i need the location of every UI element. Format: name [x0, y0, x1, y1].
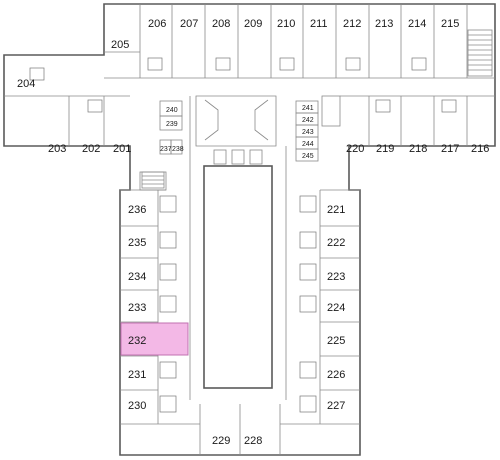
- atrium: [189, 146, 287, 400]
- room-234[interactable]: 234: [128, 271, 146, 283]
- room-208[interactable]: 208: [212, 18, 230, 30]
- room-210[interactable]: 210: [277, 18, 295, 30]
- room-207[interactable]: 207: [180, 18, 198, 30]
- room-231[interactable]: 231: [128, 369, 146, 381]
- room-219[interactable]: 219: [376, 143, 394, 155]
- room-224[interactable]: 224: [327, 302, 345, 314]
- room-223[interactable]: 223: [327, 271, 345, 283]
- room-245[interactable]: 245: [302, 153, 314, 160]
- room-243[interactable]: 243: [302, 129, 314, 136]
- room-232-highlight[interactable]: [120, 322, 189, 356]
- room-204[interactable]: 204: [17, 78, 35, 90]
- room-229[interactable]: 229: [212, 435, 230, 447]
- room-211[interactable]: 211: [310, 18, 328, 30]
- room-213[interactable]: 213: [375, 18, 393, 30]
- room-217[interactable]: 217: [441, 143, 459, 155]
- room-227[interactable]: 227: [327, 400, 345, 412]
- room-222[interactable]: 222: [327, 237, 345, 249]
- room-242[interactable]: 242: [302, 117, 314, 124]
- room-241[interactable]: 241: [302, 105, 314, 112]
- room-232[interactable]: 232: [128, 335, 146, 347]
- room-228[interactable]: 228: [244, 435, 262, 447]
- room-212[interactable]: 212: [343, 18, 361, 30]
- room-240[interactable]: 240: [166, 107, 178, 114]
- bathroom-fixtures: [29, 57, 457, 413]
- room-214[interactable]: 214: [408, 18, 426, 30]
- room-203[interactable]: 203: [48, 143, 66, 155]
- room-244[interactable]: 244: [302, 141, 314, 148]
- room-233[interactable]: 233: [128, 302, 146, 314]
- room-235[interactable]: 235: [128, 237, 146, 249]
- room-239[interactable]: 239: [166, 121, 178, 128]
- room-216[interactable]: 216: [471, 143, 489, 155]
- room-225[interactable]: 225: [327, 335, 345, 347]
- room-206[interactable]: 206: [148, 18, 166, 30]
- room-237[interactable]: 237: [160, 146, 172, 153]
- room-238[interactable]: 238: [172, 146, 184, 153]
- room-236[interactable]: 236: [128, 204, 146, 216]
- room-220[interactable]: 220: [346, 143, 364, 155]
- room-202[interactable]: 202: [82, 143, 100, 155]
- room-209[interactable]: 209: [244, 18, 262, 30]
- room-226[interactable]: 226: [327, 369, 345, 381]
- room-215[interactable]: 215: [441, 18, 459, 30]
- north-wing-walls: [3, 3, 496, 456]
- room-205[interactable]: 205: [111, 39, 129, 51]
- room-230[interactable]: 230: [128, 400, 146, 412]
- south-east-rooms: [199, 189, 360, 455]
- room-labels: 206 207 208 209 210 211 212 213 214 215 …: [17, 18, 489, 447]
- room-218[interactable]: 218: [409, 143, 427, 155]
- room-221[interactable]: 221: [327, 204, 345, 216]
- stairs-lower-left: [141, 171, 165, 189]
- room-201[interactable]: 201: [113, 143, 131, 155]
- stairs-top-right: [467, 29, 493, 77]
